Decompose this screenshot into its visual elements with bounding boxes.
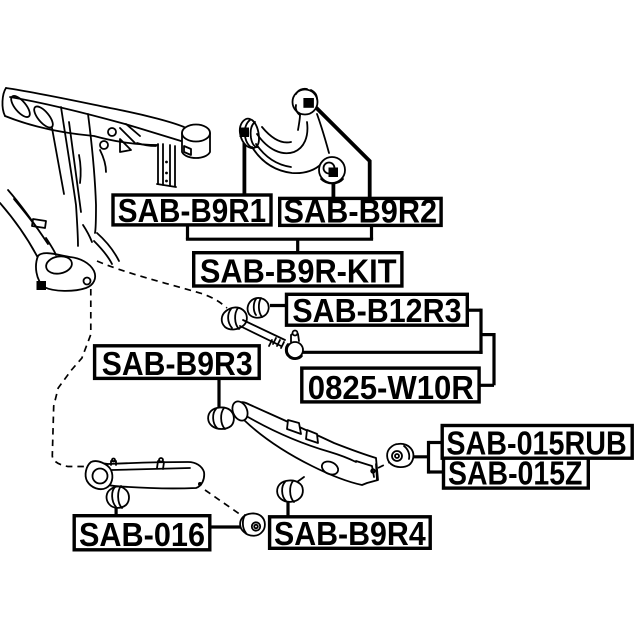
svg-text:SAB-B9R2: SAB-B9R2 [284,192,438,229]
svg-text:SAB-B12R3: SAB-B12R3 [292,292,461,329]
svg-text:0825-W10R: 0825-W10R [308,369,474,406]
svg-text:SAB-B9R-KIT: SAB-B9R-KIT [200,253,397,290]
svg-text:SAB-B9R3: SAB-B9R3 [102,345,253,382]
svg-text:SAB-016: SAB-016 [79,516,205,553]
svg-text:SAB-B9R4: SAB-B9R4 [274,515,426,552]
svg-text:SAB-015Z: SAB-015Z [448,455,582,492]
svg-text:SAB-015RUB: SAB-015RUB [446,424,626,461]
svg-text:SAB-B9R1: SAB-B9R1 [118,192,266,229]
